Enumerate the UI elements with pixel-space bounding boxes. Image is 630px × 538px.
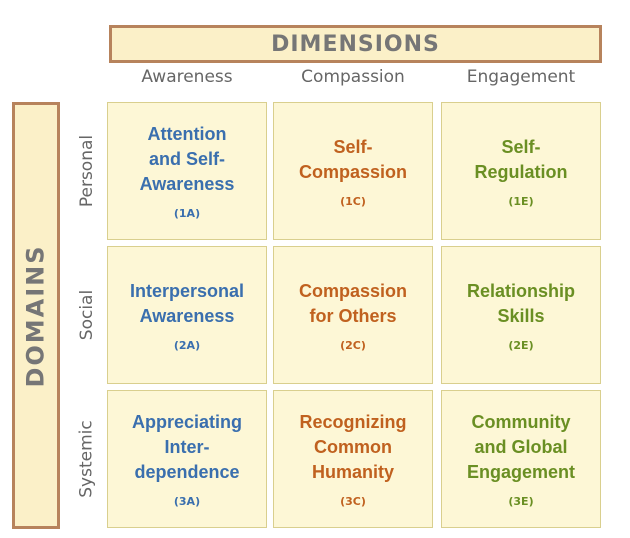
cell-1e-code: (1E): [508, 194, 534, 208]
column-header-compassion: Compassion: [301, 67, 405, 87]
cell-1a-title: Attention and Self-Awareness: [139, 124, 235, 194]
cell-1c-code: (1C): [340, 194, 366, 208]
cell-2e: Relationship Skills (2E): [441, 246, 601, 384]
cell-2a: Interpersonal Awareness (2A): [107, 246, 267, 384]
row-header-personal-label: Personal: [77, 134, 97, 208]
cell-1a: Attention and Self-Awareness (1A): [107, 102, 267, 240]
column-header-awareness: Awareness: [141, 67, 233, 87]
cell-2e-title: Relationship Skills: [466, 280, 575, 326]
cell-2e-code: (2E): [508, 338, 534, 352]
cell-3e-code: (3E): [508, 495, 534, 508]
cell-1e: Self-Regulation (1E): [441, 102, 601, 240]
cell-3a: Appreciating Inter-dependence (3A): [107, 390, 267, 528]
cell-3c-title: Recognizing Common Humanity: [299, 412, 407, 482]
cell-1c-title: Self-Compassion: [298, 136, 408, 182]
cell-3c: Recognizing Common Humanity (3C): [273, 390, 433, 528]
dimensions-banner: DIMENSIONS: [109, 25, 602, 63]
cell-3a-title: Appreciating Inter-dependence: [131, 412, 242, 482]
domains-label: DOMAINS: [22, 243, 50, 388]
cell-1a-code: (1A): [173, 207, 201, 220]
row-header-systemic-label: Systemic: [77, 420, 97, 498]
dimensions-label: DIMENSIONS: [271, 31, 440, 57]
cell-2a-code: (2A): [173, 338, 201, 352]
row-header-social: Social: [70, 246, 104, 384]
row-header-personal: Personal: [70, 102, 104, 240]
cell-3c-code: (3C): [340, 495, 366, 508]
row-header-social-label: Social: [77, 289, 97, 341]
cell-1c: Self-Compassion (1C): [273, 102, 433, 240]
domains-banner: DOMAINS: [12, 102, 60, 529]
column-header-engagement: Engagement: [466, 67, 576, 87]
cell-1e-title: Self-Regulation: [474, 136, 568, 182]
cell-3e: Community and Global Engagement (3E): [441, 390, 601, 528]
cell-2c-title: Compassion for Others: [298, 280, 408, 326]
cell-2a-title: Interpersonal Awareness: [129, 280, 245, 326]
row-header-systemic: Systemic: [70, 390, 104, 528]
cell-3a-code: (3A): [173, 495, 201, 508]
cell-2c: Compassion for Others (2C): [273, 246, 433, 384]
cell-2c-code: (2C): [340, 338, 366, 352]
cell-3e-title: Community and Global Engagement: [466, 412, 576, 482]
